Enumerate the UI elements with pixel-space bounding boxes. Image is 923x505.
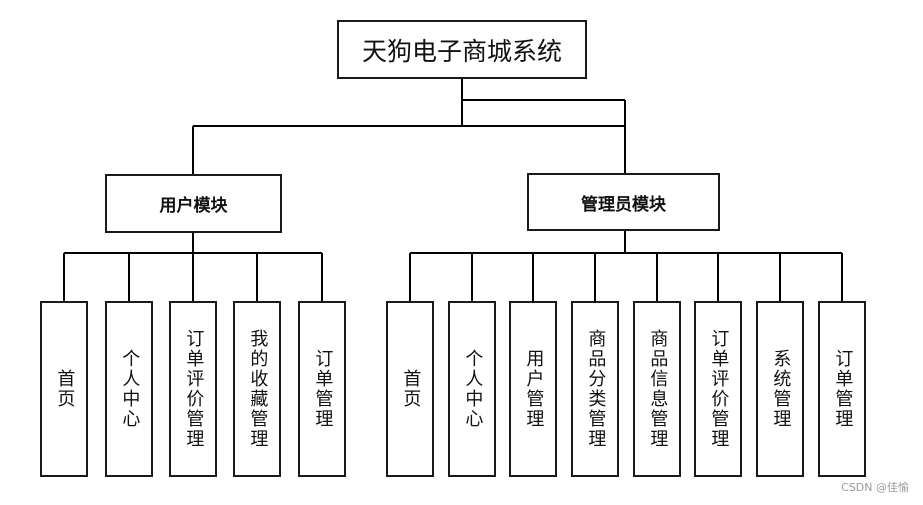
admin-order-management-node: 订单管理: [818, 301, 866, 477]
admin-system-management-node: 系统管理: [756, 301, 804, 477]
admin-category-management-node: 商品分类管理: [571, 301, 619, 477]
user-favorites-node: 我的收藏管理: [233, 301, 281, 477]
user-personal-center-node: 个人中心: [105, 301, 153, 477]
user-order-review-node: 订单评价管理: [169, 301, 217, 477]
user-module-node: 用户模块: [105, 174, 282, 233]
user-home-node: 首页: [40, 301, 88, 477]
admin-product-info-node: 商品信息管理: [633, 301, 681, 477]
user-order-management-node: 订单管理: [298, 301, 346, 477]
admin-personal-center-node: 个人中心: [448, 301, 496, 477]
admin-module-node: 管理员模块: [527, 173, 720, 231]
root-node: 天狗电子商城系统: [337, 20, 587, 79]
watermark: CSDN @佳愉: [841, 481, 909, 494]
admin-user-management-node: 用户管理: [509, 301, 557, 477]
admin-order-review-node: 订单评价管理: [694, 301, 742, 477]
admin-home-node: 首页: [386, 301, 434, 477]
